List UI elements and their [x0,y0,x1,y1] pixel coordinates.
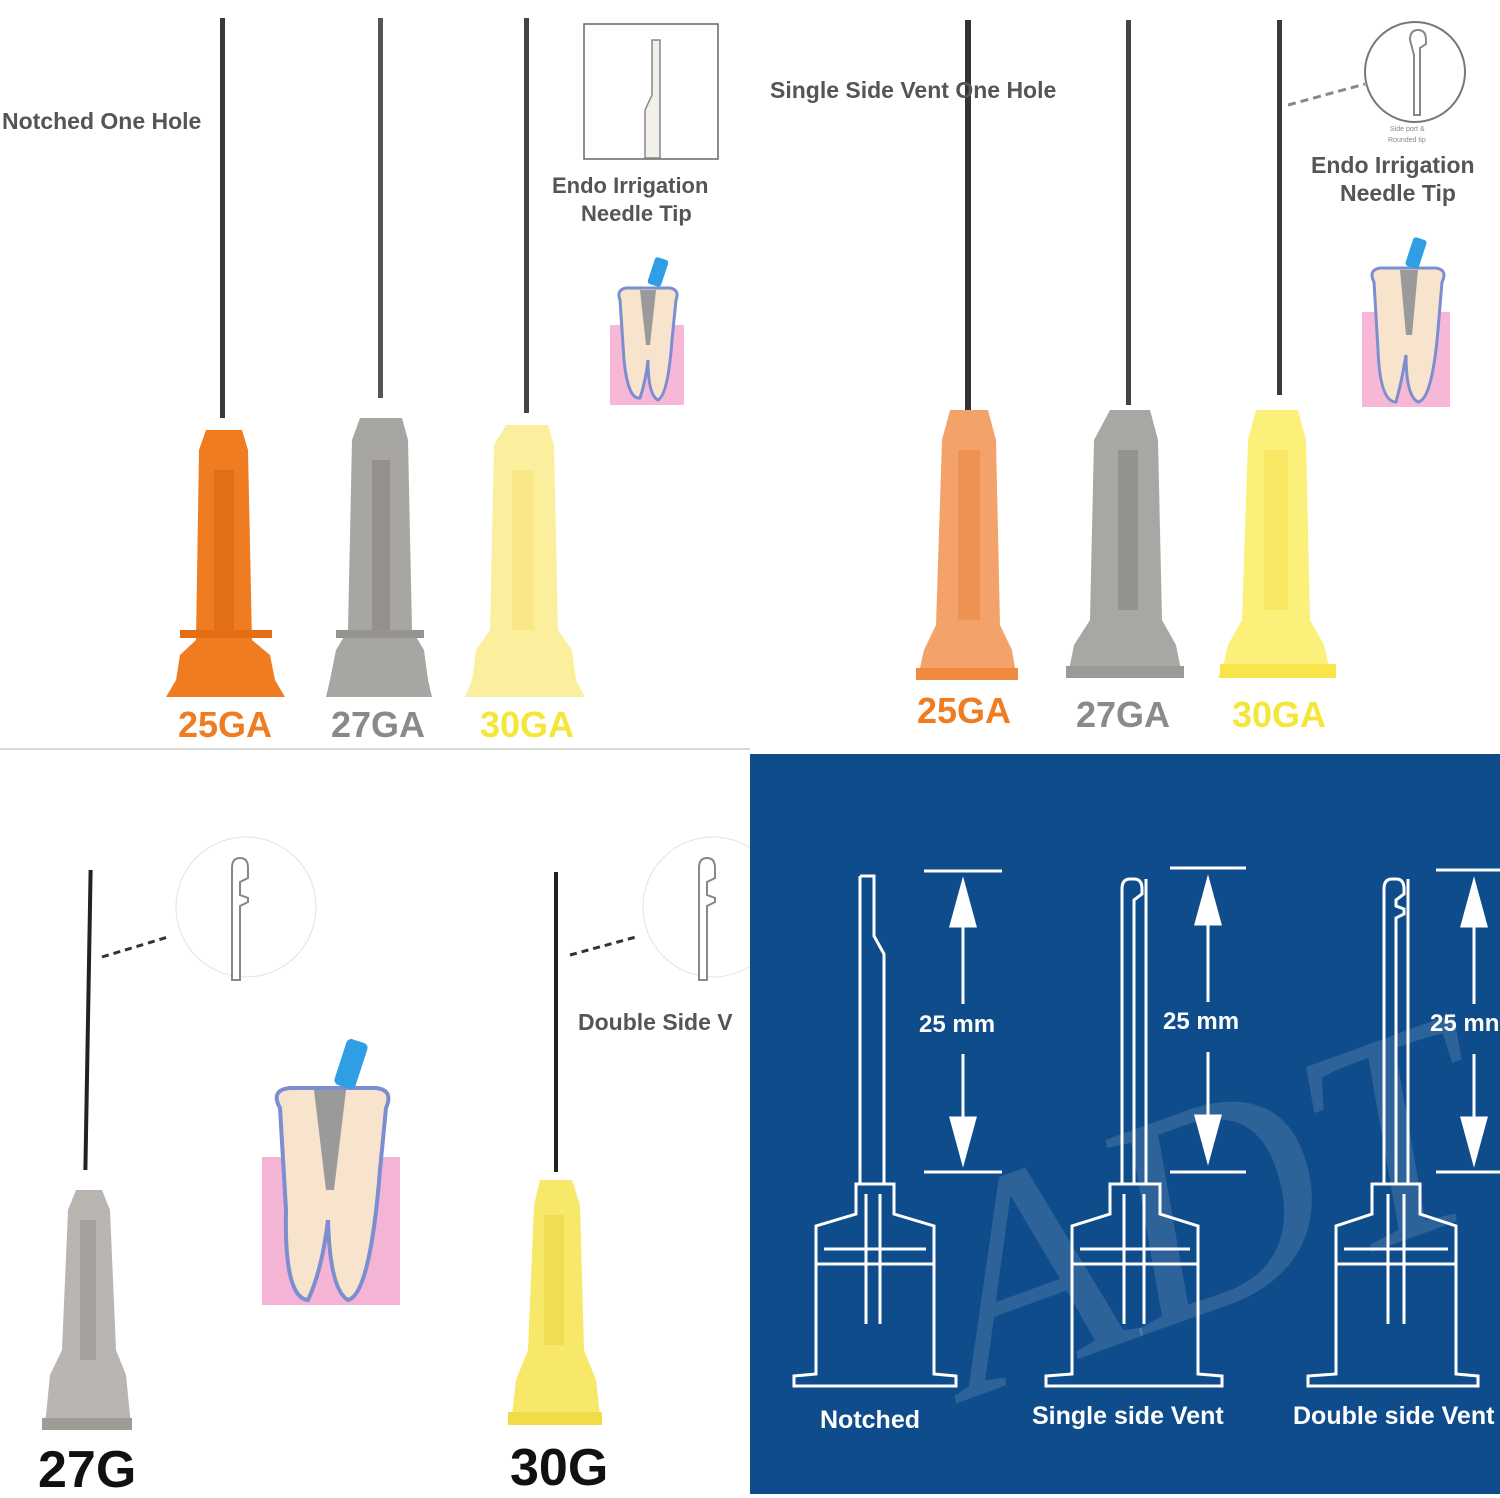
diagram-double-vent [1306,868,1500,1388]
tip-detail-circle-27g [175,836,317,978]
needle-shaft-25ga [220,18,225,418]
tip-caption-line2: Needle Tip [1340,180,1456,206]
needle-shaft-25ga [965,20,971,410]
needles-illustration [42,836,750,1430]
needle-shaft-30ga [524,18,529,413]
length-label-notched: 25 mm [919,1011,996,1038]
tip-type-notched: Notched [820,1406,920,1434]
gauge-label-30ga: 30GA [480,704,575,745]
hub-27ga [326,418,432,697]
hub-30g [508,1180,602,1425]
panel-single-side-vent: Single Side Vent One Hole Side port & Ro… [750,0,1500,750]
hub-30ga [465,425,585,697]
gauge-label-27ga: 27GA [331,704,426,745]
hub-30ga [1218,410,1336,678]
tip-type-label: Single Side Vent One Hole [770,77,1057,103]
needle-shaft-27g [83,869,93,1171]
gauge-label-25ga: 25GA [917,690,1012,731]
needle-shaft-27ga [1126,20,1131,405]
gauge-label-25ga: 25GA [178,704,273,745]
tooth-icon [1362,237,1450,407]
tip-small-note-2: Rounded tip [1388,137,1426,144]
needles-illustration [166,18,719,697]
tip-type-single-vent: Single side Vent [1032,1402,1224,1430]
needles-illustration [916,20,1466,680]
tooth-icon [262,1039,400,1305]
tip-small-note-1: Side port & [1390,126,1425,133]
diagram-notched [792,869,1002,1388]
diagram-single-vent [1044,866,1246,1388]
hub-25ga [916,410,1018,680]
tooth-icon [610,257,684,405]
gauge-label-30ga: 30GA [1232,694,1327,735]
gauge-label-27g: 27G [38,1441,137,1498]
needle-shaft-30g [554,872,558,1172]
tip-detail-circle-30g [642,836,750,978]
tip-type-label: Double Side V [578,1009,733,1035]
tip-type-double-vent: Double side Vent [1293,1402,1495,1430]
tip-caption-line2: Needle Tip [581,201,692,226]
tip-type-label: Notched One Hole [2,108,202,134]
gauge-label-27ga: 27GA [1076,694,1171,735]
tip-caption-line1: Endo Irrigation [552,173,709,198]
needle-shaft-30ga [1277,20,1282,395]
tip-caption-line1: Endo Irrigation [1311,152,1475,178]
tip-diagrams [792,866,1500,1388]
panel-double-side-vent: Double Side V 27G 30G [0,750,750,1498]
length-label-double-vent: 25 mn [1430,1010,1500,1037]
gauge-label-30g: 30G [510,1439,609,1497]
needle-shaft-27ga [378,18,383,398]
length-label-single-vent: 25 mm [1163,1008,1240,1035]
hub-27g [42,1190,132,1430]
hub-25ga [166,430,285,697]
panel-tip-diagram: ADT [750,754,1500,1494]
panel-notched-one-hole: Notched One Hole Endo Irrigation Needle … [0,0,750,750]
panel-divider [0,748,750,750]
hub-27ga [1066,410,1184,678]
